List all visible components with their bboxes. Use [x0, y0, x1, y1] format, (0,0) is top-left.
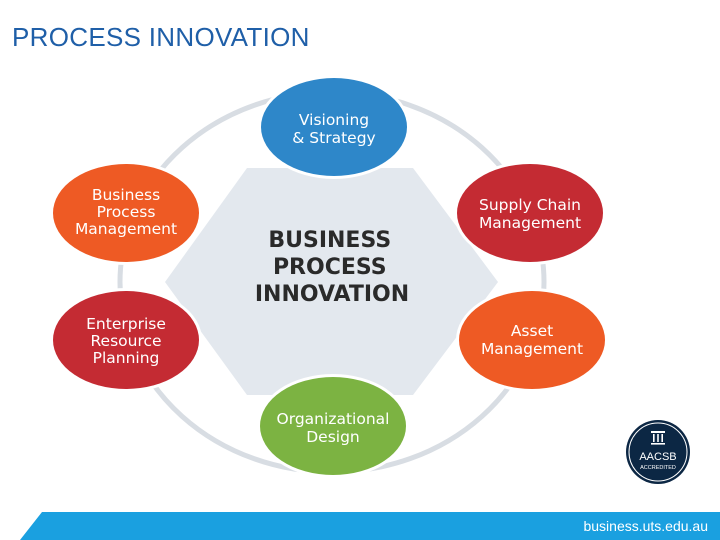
node-erp-line-2: Resource [90, 332, 161, 350]
center-line-1: BUSINESS [268, 228, 391, 253]
node-visioning-line-2: & Strategy [292, 129, 375, 147]
footer-band [20, 512, 720, 540]
node-asset-line-1: Asset [511, 322, 553, 340]
aacsb-badge: AACSB ACCREDITED [623, 417, 693, 487]
node-organizational-line-2: Design [306, 428, 360, 446]
footer-url[interactable]: business.uts.edu.au [583, 518, 708, 534]
center-line-3: INNOVATION [255, 282, 409, 307]
node-bpm-line-2: Process [97, 203, 156, 221]
badge-circle [626, 420, 690, 484]
node-bpm-line-1: Business [92, 186, 160, 204]
pillars-icon [651, 431, 665, 445]
central-hexagon [165, 168, 498, 395]
badge-inner-ring [628, 422, 688, 482]
node-erp-line-1: Enterprise [86, 315, 166, 333]
svg-text:Visioning& Strategy: Visioning& Strategy [292, 111, 375, 147]
node-visioning-line-1: Visioning [299, 111, 369, 129]
node-visioning: Visioning& Strategy [258, 75, 410, 179]
node-organizational-line-1: Organizational [277, 410, 390, 428]
badge-name: AACSB [639, 451, 676, 463]
center-label: BUSINESS PROCESS INNOVATION [255, 228, 409, 307]
node-supply-chain-line-2: Management [479, 214, 581, 232]
badge-status: ACCREDITED [640, 465, 676, 471]
node-bpm-line-3: Management [75, 220, 177, 238]
footer-bar [20, 512, 720, 540]
node-asset-line-2: Management [481, 340, 583, 358]
center-line-2: PROCESS [273, 255, 387, 280]
node-erp-line-3: Planning [93, 349, 160, 367]
slide-title: PROCESS INNOVATION [12, 22, 310, 52]
node-supply-chain-line-1: Supply Chain [479, 196, 581, 214]
